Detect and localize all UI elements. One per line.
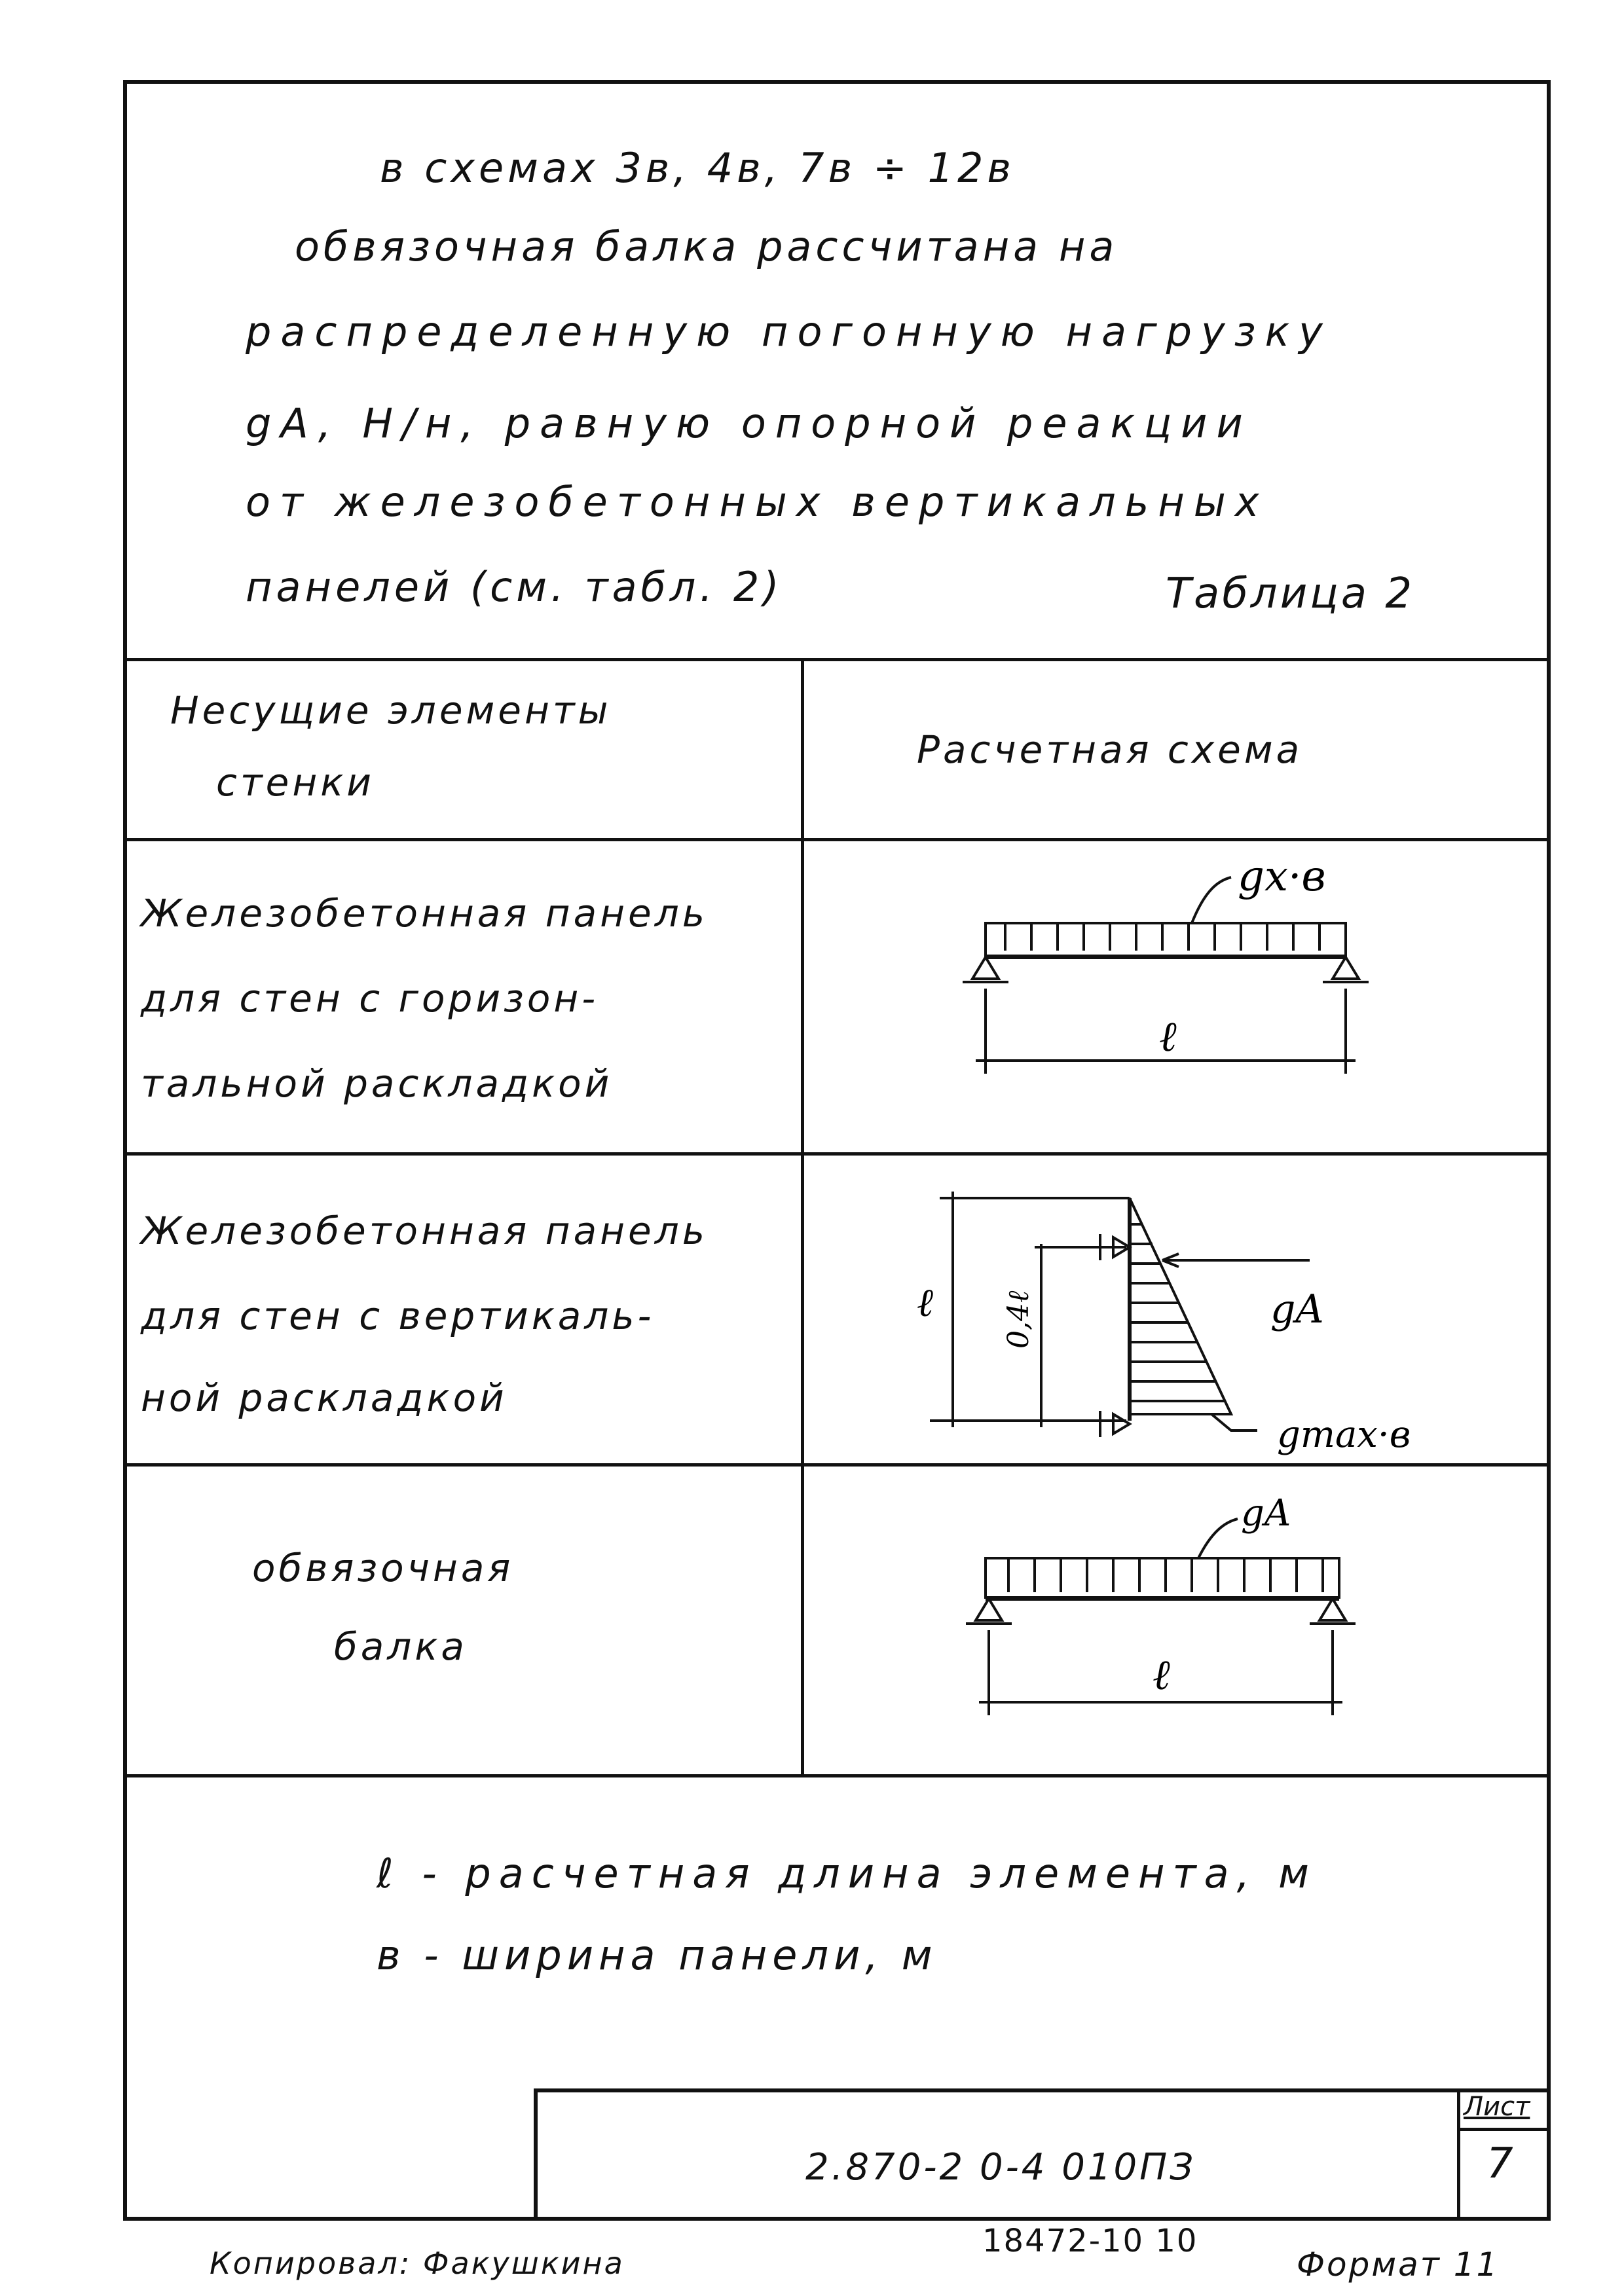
reaction-label: gA [1270, 1286, 1324, 1332]
row-3-line-2: балка [334, 1624, 468, 1669]
scheme-vertical-panel: ℓ 0,4ℓ gA gmax·в [917, 1192, 1411, 1456]
span-label: ℓ [1159, 1013, 1177, 1061]
height-label: ℓ [917, 1280, 933, 1326]
row-1-line-3: тальной раскладкой [141, 1061, 613, 1106]
drawing-frame [123, 80, 1551, 2221]
row-1-line-1: Железобетонная панель [141, 891, 708, 936]
intro-line-5: от железобетонных вертикальных [246, 478, 1268, 526]
row-2-line-3: ной раскладкой [141, 1376, 507, 1420]
load-leader [1197, 1518, 1238, 1559]
sheet-label-divider [1457, 2128, 1551, 2131]
table-label: Таблица 2 [1166, 570, 1415, 618]
left-support [970, 955, 1001, 980]
sheet-number: 7 [1486, 2140, 1513, 2188]
row-2-line-2: для стен с вертикаль- [141, 1294, 655, 1338]
note-width: в - ширина панели, м [377, 1931, 938, 1979]
header-right: Расчетная схема [917, 727, 1303, 772]
triangle-load [1128, 1197, 1234, 1415]
support-label: 0,4ℓ [1002, 1290, 1035, 1349]
row-3-line-1: обвязочная [252, 1546, 514, 1590]
right-support [1330, 955, 1361, 980]
note-length: ℓ - расчетная длина элемента, м [377, 1850, 1317, 1897]
archive-number: 18472-10 10 [982, 2223, 1198, 2259]
load-hatch [1130, 1223, 1225, 1402]
column-divider [801, 658, 804, 1777]
right-support [1317, 1596, 1348, 1622]
intro-line-2: обвязочная балка рассчитана на [295, 223, 1118, 270]
title-block [534, 2088, 1551, 2221]
load-label: gx·в [1238, 852, 1326, 901]
load-block [984, 1557, 1340, 1599]
intro-line-1: в схемах 3в, 4в, 7в ÷ 12в [380, 144, 1015, 192]
table-top-border [123, 658, 1551, 661]
document-designation: 2.870-2 0-4 010ПЗ [805, 2146, 1196, 2189]
header-left-line-1: Несущие элементы [170, 688, 612, 733]
row-2-line-1: Железобетонная панель [141, 1209, 708, 1253]
span-label: ℓ [1153, 1651, 1170, 1700]
row-1-bottom-border [123, 1152, 1551, 1156]
lower-support [1112, 1412, 1132, 1436]
load-block [984, 922, 1347, 957]
row-1-line-2: для стен с горизон- [141, 976, 599, 1021]
load-arrows [1007, 1559, 1324, 1592]
load-leader [1190, 876, 1232, 924]
format-label: Формат 11 [1297, 2246, 1500, 2284]
max-load-label: gmax·в [1277, 1413, 1411, 1456]
sheet-label: Лист [1464, 2092, 1530, 2122]
scheme-horizontal-panel: gx·в ℓ [963, 852, 1369, 1074]
header-bottom-border [123, 838, 1551, 841]
sheet-divider [1457, 2088, 1460, 2221]
header-left-line-2: стенки [216, 760, 375, 805]
table-bottom-border [123, 1774, 1551, 1777]
intro-line-4: gA, Н/н, равную опорной реакции [246, 399, 1252, 447]
scheme-tie-beam: gA ℓ [966, 1492, 1356, 1715]
load-arrows [1004, 924, 1321, 951]
intro-line-3: распределенную погонную нагрузку [246, 308, 1332, 355]
left-support [973, 1596, 1005, 1622]
intro-line-6: панелей (см. табл. 2) [246, 563, 783, 611]
load-label: gA [1241, 1492, 1291, 1535]
row-2-bottom-border [123, 1463, 1551, 1467]
copied-by: Копировал: Факушкина [210, 2246, 625, 2281]
